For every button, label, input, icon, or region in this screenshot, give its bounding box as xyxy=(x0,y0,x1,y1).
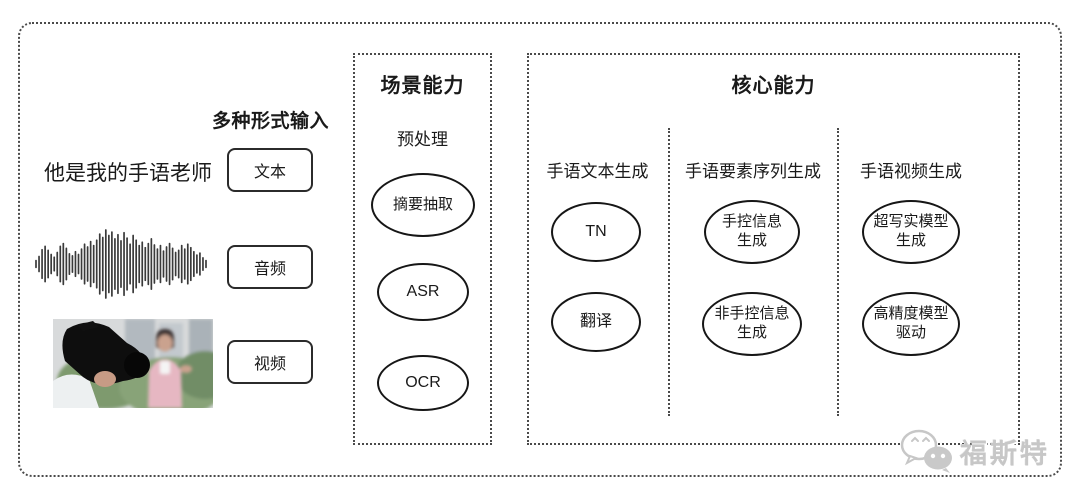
core-panel-title: 核心能力 xyxy=(731,75,816,97)
oval-summary-extraction: 摘要抽取 xyxy=(371,173,475,237)
column-header-sign-text-gen: 手语文本生成 xyxy=(546,162,649,181)
column-header-sign-element-seq-gen: 手语要素序列生成 xyxy=(685,162,821,181)
oval-hyperrealistic-model-gen: 超写实模型 生成 xyxy=(862,200,960,264)
outer-border xyxy=(18,22,1062,477)
oval-asr: ASR xyxy=(377,263,469,321)
column-divider-2 xyxy=(837,128,839,416)
column-header-sign-video-gen: 手语视频生成 xyxy=(860,162,962,181)
wechat-icon xyxy=(900,429,952,473)
oval-translation: 翻译 xyxy=(551,292,641,352)
input-type-audio-box: 音频 xyxy=(227,245,313,289)
core-capability-panel: 核心能力 xyxy=(527,53,1020,445)
sample-input-text: 他是我的手语老师 xyxy=(44,162,212,185)
oval-tn: TN xyxy=(551,202,641,262)
video-thumbnail xyxy=(53,319,213,408)
input-section-title: 多种形式输入 xyxy=(212,111,330,132)
input-type-text-box: 文本 xyxy=(227,148,313,192)
watermark: 福斯特 xyxy=(898,429,1050,474)
watermark-text: 福斯特 xyxy=(960,439,1050,469)
oval-high-precision-model-drive: 高精度模型 驱动 xyxy=(862,292,960,356)
scene-panel-title: 场景能力 xyxy=(380,75,465,97)
oval-non-manual-info-gen: 非手控信息 生成 xyxy=(702,292,802,356)
oval-manual-info-gen: 手控信息 生成 xyxy=(704,200,800,264)
audio-waveform-icon xyxy=(35,229,207,299)
column-divider-1 xyxy=(668,128,670,416)
input-type-video-box: 视频 xyxy=(227,340,313,384)
preprocess-label: 预处理 xyxy=(397,130,448,149)
oval-ocr: OCR xyxy=(377,355,469,411)
scene-capability-panel: 场景能力 预处理 xyxy=(353,53,492,445)
